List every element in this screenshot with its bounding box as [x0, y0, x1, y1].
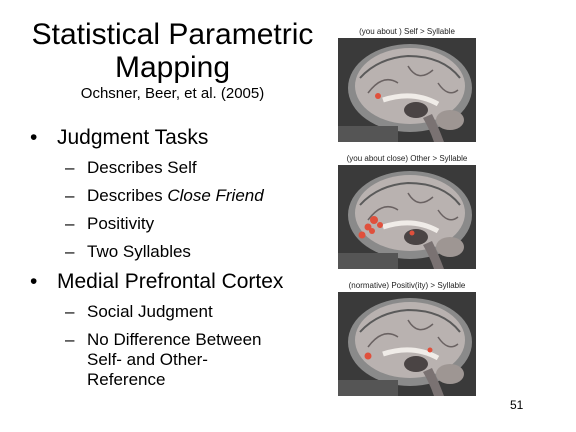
- bullet-text: Medial Prefrontal Cortex: [57, 270, 284, 293]
- sub-item-text: Describes Self: [87, 158, 197, 177]
- bullet-icon: •: [30, 126, 38, 149]
- dash-icon: –: [65, 158, 75, 177]
- sub-item: – Describes Self: [65, 158, 330, 178]
- sub-item: – Positivity: [65, 214, 330, 234]
- sub-item-text: Describes Close Friend: [87, 186, 330, 206]
- dash-icon: –: [65, 242, 75, 261]
- sub-item-text: Positivity: [87, 214, 155, 233]
- bullet-text: Judgment Tasks: [57, 126, 209, 149]
- panel-caption: (normative) Positiv(ity) > Syllable: [348, 281, 466, 290]
- bullet-item: • Medial Prefrontal Cortex: [30, 270, 330, 294]
- title-block: Statistical Parametric Mapping Ochsner, …: [20, 18, 325, 103]
- sub-item: – Describes Close Friend: [65, 186, 330, 206]
- panel-caption: (you about ) Self > Syllable: [359, 27, 455, 36]
- bullet-list: • Judgment Tasks – Describes Self – Desc…: [30, 126, 330, 398]
- brain-mri-sagittal-icon: [338, 38, 476, 142]
- sub-item: – Two Syllables: [65, 242, 330, 262]
- sub-item-text: Social Judgment: [87, 302, 213, 321]
- brain-mri-sagittal-icon: [338, 165, 476, 269]
- sub-list: – Describes Self – Describes Close Frien…: [65, 158, 330, 262]
- bullet-item: • Judgment Tasks: [30, 126, 330, 150]
- brain-mri-sagittal-icon: [338, 292, 476, 396]
- sub-item-text: Two Syllables: [87, 242, 191, 261]
- dash-icon: –: [65, 302, 75, 321]
- sub-item-text-italic: Close Friend: [167, 186, 264, 205]
- sub-item-text: No Difference Between Self- and Other-Re…: [87, 330, 262, 389]
- slide-subtitle: Ochsner, Beer, et al. (2005): [80, 85, 265, 102]
- sub-item-text-plain: Describes: [87, 186, 168, 205]
- sub-item: – Social Judgment: [65, 302, 330, 322]
- brain-panel-positivity: (normative) Positiv(ity) > Syllable: [338, 281, 476, 396]
- brain-panel-other: (you about close) Other > Syllable: [338, 154, 476, 269]
- sub-list: – Social Judgment – No Difference Betwee…: [65, 302, 330, 390]
- dash-icon: –: [65, 214, 75, 233]
- sub-item: – No Difference Between Self- and Other-…: [65, 330, 275, 390]
- dash-icon: –: [65, 186, 75, 205]
- panel-caption: (you about close) Other > Syllable: [346, 154, 468, 163]
- slide-title: Statistical Parametric Mapping: [31, 18, 314, 84]
- brain-panel-self: (you about ) Self > Syllable: [338, 27, 476, 142]
- dash-icon: –: [65, 330, 75, 349]
- bullet-icon: •: [30, 270, 38, 293]
- page-number: 51: [510, 398, 524, 412]
